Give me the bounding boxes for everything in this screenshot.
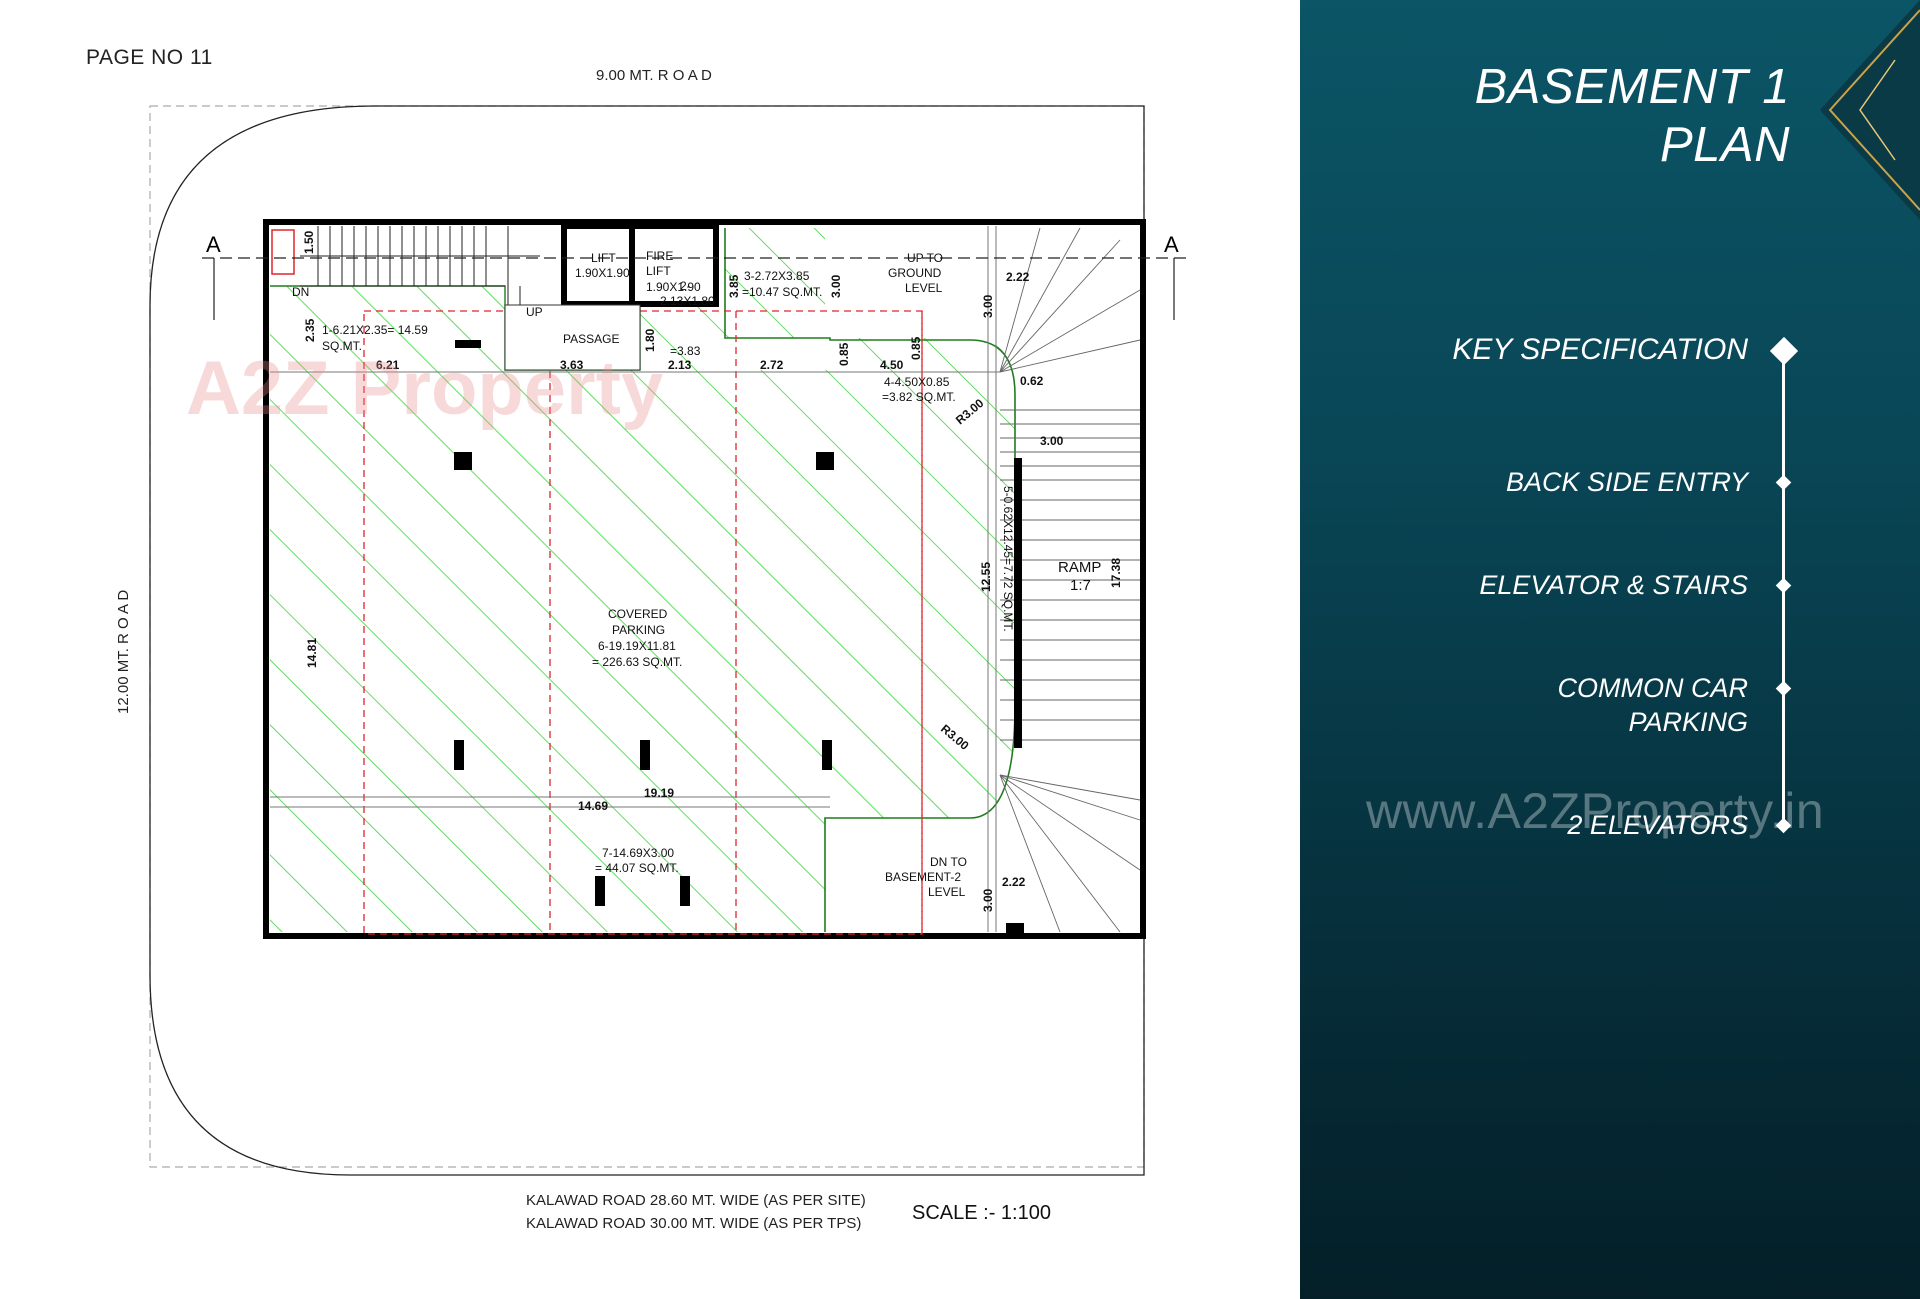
svg-text:12.55: 12.55 bbox=[979, 562, 993, 592]
road-left-label: 12.00 MT. R O A D bbox=[115, 590, 132, 714]
svg-text:1.90X1.90: 1.90X1.90 bbox=[575, 266, 630, 280]
hatch-top bbox=[725, 228, 825, 338]
basement-wall bbox=[263, 219, 1146, 939]
road-bottom-label-2: KALAWAD ROAD 30.00 MT. WIDE (AS PER TPS) bbox=[526, 1215, 861, 1232]
svg-text:2.35: 2.35 bbox=[303, 318, 317, 342]
floor-plan-drawing: A A 9.00 MT. R O A D 12.00 MT. R O A D K… bbox=[115, 67, 1186, 1232]
page-title: BASEMENT 1 PLAN bbox=[1474, 60, 1790, 172]
svg-text:1.80: 1.80 bbox=[643, 328, 657, 352]
svg-text:=3.83: =3.83 bbox=[670, 344, 701, 358]
svg-text:6.21: 6.21 bbox=[376, 358, 400, 372]
svg-text:DN: DN bbox=[292, 285, 309, 299]
spec-key-specification: KEY SPECIFICATION bbox=[1452, 333, 1748, 366]
svg-text:3.63: 3.63 bbox=[560, 358, 584, 372]
svg-text:LEVEL: LEVEL bbox=[928, 885, 966, 899]
svg-text:1:7: 1:7 bbox=[1070, 577, 1091, 594]
svg-text:= 226.63 SQ.MT.: = 226.63 SQ.MT. bbox=[592, 655, 682, 669]
hatch-main bbox=[270, 286, 1015, 932]
svg-text:GROUND: GROUND bbox=[888, 266, 942, 280]
svg-text:3-2.72X3.85: 3-2.72X3.85 bbox=[744, 269, 810, 283]
svg-text:4.50: 4.50 bbox=[880, 358, 904, 372]
svg-text:7-14.69X3.00: 7-14.69X3.00 bbox=[602, 846, 674, 860]
spec-2-elevators: 2 ELEVATORS bbox=[1567, 810, 1748, 840]
svg-text:COVERED: COVERED bbox=[608, 607, 668, 621]
svg-text:3.00: 3.00 bbox=[1040, 434, 1064, 448]
svg-text:1-6.21X2.35= 14.59: 1-6.21X2.35= 14.59 bbox=[322, 323, 428, 337]
spec-back-side-entry: BACK SIDE ENTRY bbox=[1505, 467, 1748, 497]
svg-text:DN TO: DN TO bbox=[930, 855, 967, 869]
plan-watermark: A2Z Property bbox=[186, 346, 663, 431]
spec-common-car: COMMON CAR bbox=[1557, 673, 1749, 703]
hatch-mid bbox=[640, 298, 725, 370]
svg-text:17.38: 17.38 bbox=[1109, 558, 1123, 588]
svg-text:14.69: 14.69 bbox=[578, 799, 608, 813]
svg-text:2.22: 2.22 bbox=[1006, 270, 1030, 284]
svg-text:14.81: 14.81 bbox=[305, 638, 319, 668]
info-panel bbox=[1300, 0, 1920, 1299]
svg-text:3.00: 3.00 bbox=[981, 294, 995, 318]
page-number: PAGE NO 11 bbox=[86, 46, 213, 69]
svg-text:=10.47 SQ.MT.: =10.47 SQ.MT. bbox=[742, 285, 822, 299]
svg-text:LIFT: LIFT bbox=[646, 264, 671, 278]
svg-text:PARKING: PARKING bbox=[612, 623, 665, 637]
svg-text:2.13X1.80: 2.13X1.80 bbox=[660, 294, 715, 308]
corner-ornament bbox=[1820, 0, 1920, 220]
svg-text:6-19.19X11.81: 6-19.19X11.81 bbox=[598, 639, 676, 653]
svg-text:0.85: 0.85 bbox=[837, 342, 851, 366]
svg-text:LIFT: LIFT bbox=[591, 251, 616, 265]
svg-text:2.72: 2.72 bbox=[760, 358, 784, 372]
road-top-label: 9.00 MT. R O A D bbox=[596, 67, 712, 84]
section-a-left: A bbox=[206, 232, 221, 257]
svg-text:3.00: 3.00 bbox=[829, 274, 843, 298]
svg-text:UP TO: UP TO bbox=[907, 251, 943, 265]
svg-text:PASSAGE: PASSAGE bbox=[563, 332, 619, 346]
plot-boundary-curve bbox=[149, 105, 1145, 1176]
svg-text:3.00: 3.00 bbox=[981, 888, 995, 912]
svg-text:=3.82 SQ.MT.: =3.82 SQ.MT. bbox=[882, 390, 956, 404]
svg-text:SQ.MT.: SQ.MT. bbox=[322, 339, 362, 353]
svg-text:1.50: 1.50 bbox=[302, 230, 316, 254]
svg-text:UP: UP bbox=[526, 305, 543, 319]
svg-text:BASEMENT-2: BASEMENT-2 bbox=[885, 870, 961, 884]
svg-text:FIRE: FIRE bbox=[646, 249, 673, 263]
site-watermark: www.A2ZProperty.in bbox=[1366, 783, 1825, 839]
svg-text:3.85: 3.85 bbox=[727, 274, 741, 298]
spec-parking: PARKING bbox=[1628, 707, 1748, 737]
svg-text:0.85: 0.85 bbox=[909, 336, 923, 360]
scale-label: SCALE :- 1:100 bbox=[912, 1202, 1051, 1224]
svg-text:2.13: 2.13 bbox=[668, 358, 692, 372]
svg-text:1.90X1.90: 1.90X1.90 bbox=[646, 280, 701, 294]
svg-text:2-: 2- bbox=[680, 279, 691, 293]
section-a-right: A bbox=[1164, 232, 1179, 257]
road-bottom-label-1: KALAWAD ROAD 28.60 MT. WIDE (AS PER SITE… bbox=[526, 1192, 866, 1209]
svg-text:2.22: 2.22 bbox=[1002, 875, 1026, 889]
svg-text:5-0.62X12.45=7.72 SQ.MT.: 5-0.62X12.45=7.72 SQ.MT. bbox=[1001, 486, 1015, 632]
spec-elevator-stairs: ELEVATOR & STAIRS bbox=[1479, 570, 1748, 600]
svg-text:RAMP: RAMP bbox=[1058, 559, 1101, 576]
svg-text:LEVEL: LEVEL bbox=[905, 281, 943, 295]
plan-area: PAGE NO 11 bbox=[86, 46, 1186, 1232]
svg-text:= 44.07 SQ.MT.: = 44.07 SQ.MT. bbox=[595, 861, 679, 875]
svg-text:19.19: 19.19 bbox=[644, 786, 674, 800]
svg-text:4-4.50X0.85: 4-4.50X0.85 bbox=[884, 375, 950, 389]
svg-text:0.62: 0.62 bbox=[1020, 374, 1044, 388]
